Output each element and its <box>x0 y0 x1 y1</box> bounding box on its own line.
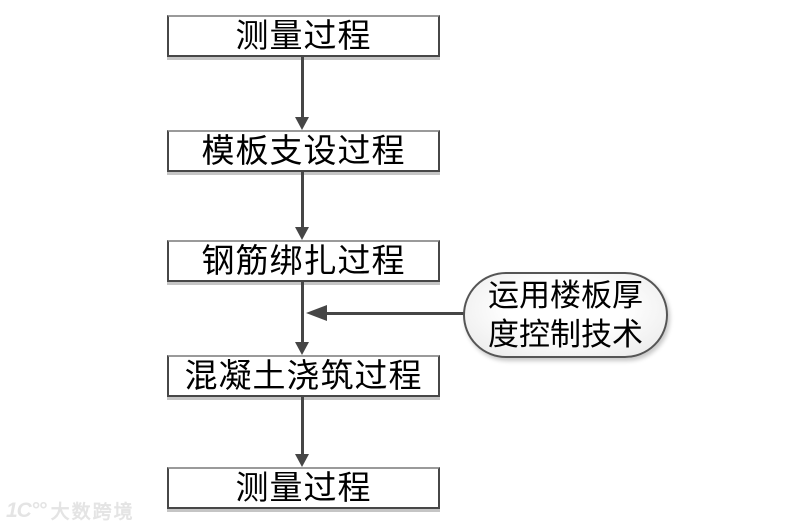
step-label: 钢筋绑扎过程 <box>201 242 406 279</box>
step-box-measurement-bottom: 测量过程 <box>167 467 440 509</box>
callout-slab-thickness-technique: 运用楼板厚 度控制技术 <box>463 272 668 358</box>
step-label: 模板支设过程 <box>201 132 406 169</box>
step-box-formwork: 模板支设过程 <box>167 130 440 172</box>
watermark-text: 大数跨境 <box>50 502 135 523</box>
step-label: 混凝土浇筑过程 <box>184 357 423 394</box>
arrow-down-4-line <box>301 397 304 455</box>
callout-arrow-line <box>324 312 464 315</box>
arrow-down-2-head-icon <box>295 227 309 240</box>
step-label: 测量过程 <box>235 469 372 506</box>
step-box-concrete: 混凝土浇筑过程 <box>167 355 440 397</box>
watermark-logo-icon: 1C°° <box>6 498 47 522</box>
callout-line-1: 运用楼板厚 <box>488 278 643 313</box>
arrow-down-1-line <box>301 57 304 118</box>
arrow-down-1-head-icon <box>295 117 309 130</box>
callout-line-2: 度控制技术 <box>488 317 643 352</box>
arrow-down-4-head-icon <box>295 454 309 467</box>
step-label: 测量过程 <box>235 17 372 54</box>
watermark: 1C°° 大数跨境 <box>6 497 135 524</box>
arrow-down-2-line <box>301 171 304 228</box>
step-box-measurement-top: 测量过程 <box>167 15 440 57</box>
arrow-down-3-line <box>301 282 304 343</box>
callout-arrow-left-head-icon <box>306 305 327 321</box>
arrow-down-3-head-icon <box>295 342 309 355</box>
step-box-rebar: 钢筋绑扎过程 <box>167 240 440 282</box>
